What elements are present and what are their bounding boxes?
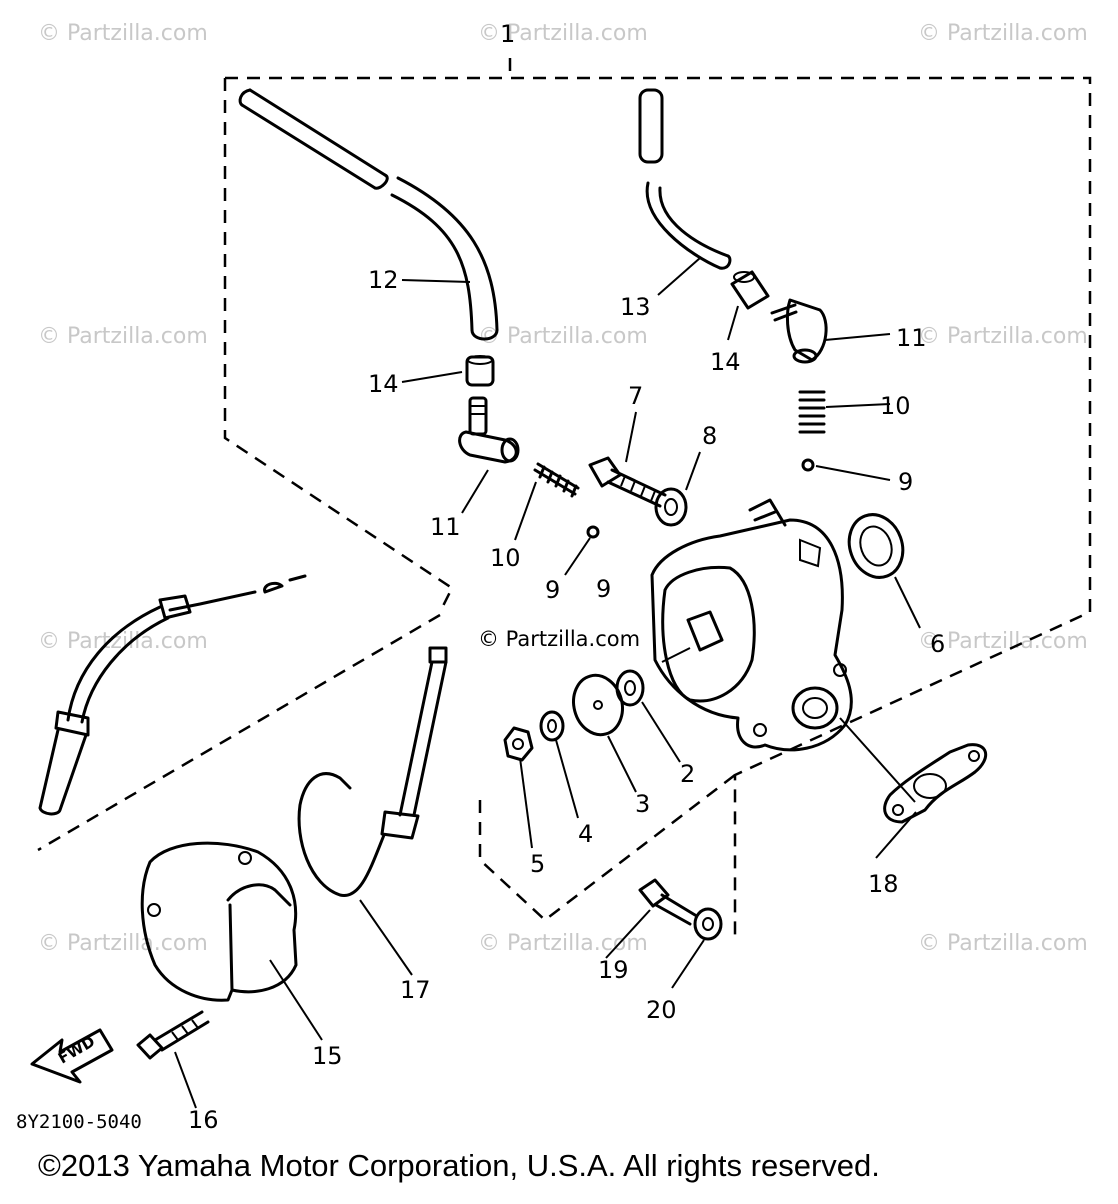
callout-20: 20 [646, 996, 677, 1024]
ball-9-left [586, 525, 600, 539]
assembly-boundary [37, 58, 1092, 940]
watermark-text: © Partzilla.com [38, 931, 208, 956]
clip-14-left [465, 355, 495, 387]
watermark-text: © Partzilla.com [478, 324, 648, 349]
fwd-arrow-icon: FWD [30, 1028, 114, 1084]
bolt-16 [136, 1010, 210, 1060]
watermark-text: © Partzilla.com [478, 931, 648, 956]
fitting-11-right [770, 298, 828, 364]
pump-cover-15 [140, 841, 298, 1002]
gasket-18 [883, 743, 988, 824]
throttle-cable [38, 574, 307, 816]
oil-seal-6 [847, 513, 905, 579]
clip-14-right [730, 270, 770, 310]
callout-17: 17 [400, 976, 431, 1004]
watermark-center-text: © Partzilla.com [478, 627, 640, 651]
callout-12: 12 [368, 266, 399, 294]
cable-lead-17 [297, 646, 448, 897]
callout-8: 8 [702, 422, 717, 450]
callout-3: 3 [635, 790, 650, 818]
spring-10-right [798, 390, 826, 434]
washer-20 [693, 907, 723, 941]
callout-9-left: 9 [596, 575, 611, 603]
callout-11-left: 11 [430, 513, 461, 541]
screw-7 [588, 456, 667, 508]
callout-13: 13 [620, 293, 651, 321]
watermark-text: © Partzilla.com [918, 629, 1088, 654]
callout-2: 2 [680, 760, 695, 788]
spring-10-left [533, 462, 580, 498]
callout-10-right: 10 [880, 392, 911, 420]
callout-11-right: 11 [896, 324, 927, 352]
lock-washer-4 [539, 710, 565, 742]
leader-lines [174, 257, 921, 1109]
callout-14-left: 14 [368, 370, 399, 398]
callout-10-left: 10 [490, 544, 521, 572]
callout-5: 5 [530, 850, 545, 878]
callout-9-center: 9 [545, 576, 560, 604]
watermark-text: © Partzilla.com [38, 324, 208, 349]
callout-19: 19 [598, 956, 629, 984]
plate-3 [572, 673, 624, 737]
watermark-text: © Partzilla.com [38, 21, 208, 46]
copyright-notice: ©2013 Yamaha Motor Corporation, U.S.A. A… [38, 1148, 880, 1183]
callout-7: 7 [628, 382, 643, 410]
callout-6: 6 [930, 630, 945, 658]
hose-13 [638, 88, 732, 270]
nut-5 [503, 726, 534, 762]
callout-4: 4 [578, 820, 593, 848]
washer-8 [654, 487, 688, 527]
diagram-reference: 8Y2100-5040 [16, 1111, 142, 1133]
watermark-text: © Partzilla.com [478, 21, 648, 46]
callout-16: 16 [188, 1106, 219, 1134]
watermark-text: © Partzilla.com [918, 21, 1088, 46]
watermark-text: © Partzilla.com [918, 931, 1088, 956]
ball-9-right [801, 458, 815, 472]
oil-pump-body [650, 498, 853, 752]
callout-14-right: 14 [710, 348, 741, 376]
callout-1: 1 [500, 20, 515, 48]
bolt-19 [638, 878, 697, 926]
fitting-11-left [458, 396, 520, 464]
hose-12 [238, 88, 499, 341]
callout-15: 15 [312, 1042, 343, 1070]
callout-labels: 1 12 14 11 10 9 13 14 11 10 9 9 7 8 6 2 … [16, 20, 945, 1134]
watermark-group: © Partzilla.com © Partzilla.com © Partzi… [38, 21, 1088, 956]
watermark-text: © Partzilla.com [918, 324, 1088, 349]
callout-18: 18 [868, 870, 899, 898]
callout-9-right: 9 [898, 468, 913, 496]
